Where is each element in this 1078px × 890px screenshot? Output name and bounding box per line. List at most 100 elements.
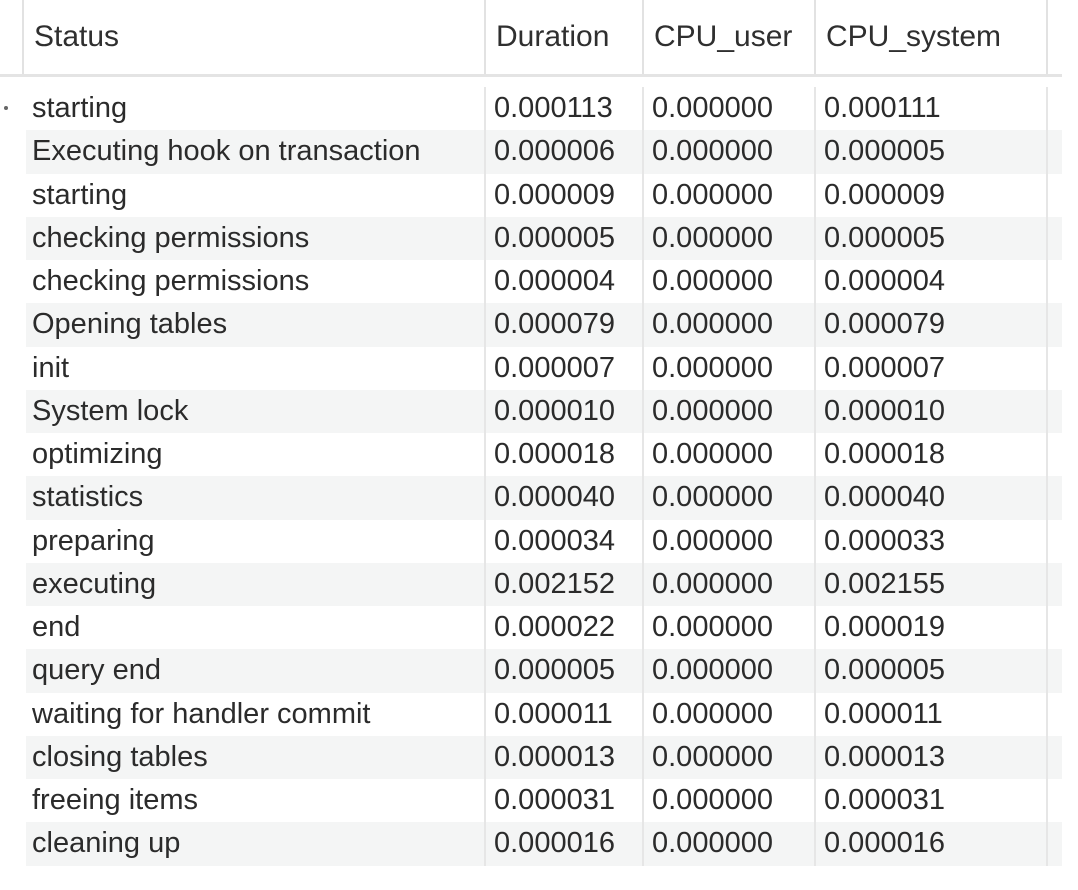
cell-duration[interactable]: 0.000013 bbox=[486, 735, 644, 779]
cell-status[interactable]: freeing items bbox=[24, 779, 486, 823]
cell-cpu-system[interactable]: 0.000011 bbox=[816, 692, 1048, 736]
cell-status[interactable]: checking permissions bbox=[24, 260, 486, 304]
cell-cpu-system[interactable]: 0.000033 bbox=[816, 519, 1048, 563]
cell-cpu-system[interactable]: 0.000005 bbox=[816, 216, 1048, 260]
column-header-cpu-system[interactable]: CPU_system bbox=[816, 0, 1048, 74]
cell-duration[interactable]: 0.000009 bbox=[486, 173, 644, 217]
cell-duration[interactable]: 0.002152 bbox=[486, 562, 644, 606]
cell-status[interactable]: statistics bbox=[24, 476, 486, 520]
column-header-status[interactable]: Status bbox=[24, 0, 486, 74]
column-header-cpu-user[interactable]: CPU_user bbox=[644, 0, 816, 74]
cell-cpu-user[interactable]: 0.000000 bbox=[644, 606, 816, 650]
cell-cpu-system[interactable]: 0.000111 bbox=[816, 87, 1048, 131]
cell-cpu-user[interactable]: 0.000000 bbox=[644, 649, 816, 693]
cell-cpu-user[interactable]: 0.000000 bbox=[644, 87, 816, 131]
cell-status[interactable]: Executing hook on transaction bbox=[24, 130, 486, 174]
cell-duration[interactable]: 0.000007 bbox=[486, 346, 644, 390]
cell-status[interactable]: optimizing bbox=[24, 433, 486, 477]
cell-duration[interactable]: 0.000079 bbox=[486, 303, 644, 347]
cell-cpu-system[interactable]: 0.000019 bbox=[816, 606, 1048, 650]
cell-duration[interactable]: 0.000018 bbox=[486, 433, 644, 477]
cell-duration[interactable]: 0.000005 bbox=[486, 649, 644, 693]
cell-cpu-system[interactable]: 0.000005 bbox=[816, 130, 1048, 174]
cell-cpu-user[interactable]: 0.000000 bbox=[644, 562, 816, 606]
cell-cpu-user[interactable]: 0.000000 bbox=[644, 433, 816, 477]
cell-cpu-user[interactable]: 0.000000 bbox=[644, 303, 816, 347]
cell-duration[interactable]: 0.000113 bbox=[486, 87, 644, 131]
cell-cpu-user[interactable]: 0.000000 bbox=[644, 692, 816, 736]
cell-cpu-system[interactable]: 0.000013 bbox=[816, 735, 1048, 779]
cell-cpu-system[interactable]: 0.002155 bbox=[816, 562, 1048, 606]
cell-cpu-user[interactable]: 0.000000 bbox=[644, 476, 816, 520]
cell-cpu-user[interactable]: 0.000000 bbox=[644, 735, 816, 779]
cell-cpu-system[interactable]: 0.000040 bbox=[816, 476, 1048, 520]
cell-cpu-user[interactable]: 0.000000 bbox=[644, 346, 816, 390]
cell-cpu-system[interactable]: 0.000010 bbox=[816, 389, 1048, 433]
cell-status[interactable]: cleaning up bbox=[24, 822, 486, 866]
cell-duration[interactable]: 0.000034 bbox=[486, 519, 644, 563]
cell-cpu-system[interactable]: 0.000079 bbox=[816, 303, 1048, 347]
cell-duration[interactable]: 0.000022 bbox=[486, 606, 644, 650]
cell-cpu-system[interactable]: 0.000004 bbox=[816, 260, 1048, 304]
row-stripe bbox=[26, 389, 1062, 433]
cell-cpu-system[interactable]: 0.000005 bbox=[816, 649, 1048, 693]
cell-status[interactable]: closing tables bbox=[24, 735, 486, 779]
cell-cpu-system[interactable]: 0.000016 bbox=[816, 822, 1048, 866]
cell-cpu-user[interactable]: 0.000000 bbox=[644, 130, 816, 174]
cell-status[interactable]: preparing bbox=[24, 519, 486, 563]
cell-duration[interactable]: 0.000031 bbox=[486, 779, 644, 823]
cell-duration[interactable]: 0.000011 bbox=[486, 692, 644, 736]
cell-cpu-system[interactable]: 0.000018 bbox=[816, 433, 1048, 477]
cell-duration[interactable]: 0.000010 bbox=[486, 389, 644, 433]
row-stripe bbox=[26, 476, 1062, 520]
cell-cpu-user[interactable]: 0.000000 bbox=[644, 260, 816, 304]
cell-cpu-user[interactable]: 0.000000 bbox=[644, 173, 816, 217]
cell-cpu-user[interactable]: 0.000000 bbox=[644, 389, 816, 433]
cell-status[interactable]: starting bbox=[24, 87, 486, 131]
cell-status[interactable]: end bbox=[24, 606, 486, 650]
cell-cpu-user[interactable]: 0.000000 bbox=[644, 216, 816, 260]
cell-duration[interactable]: 0.000040 bbox=[486, 476, 644, 520]
cell-cpu-user[interactable]: 0.000000 bbox=[644, 519, 816, 563]
cell-cpu-system[interactable]: 0.000031 bbox=[816, 779, 1048, 823]
cell-status[interactable]: init bbox=[24, 346, 486, 390]
cell-cpu-system[interactable]: 0.000009 bbox=[816, 173, 1048, 217]
cell-duration[interactable]: 0.000006 bbox=[486, 130, 644, 174]
cell-duration[interactable]: 0.000004 bbox=[486, 260, 644, 304]
cell-status[interactable]: checking permissions bbox=[24, 216, 486, 260]
row-stripe bbox=[26, 735, 1062, 779]
cell-status[interactable]: query end bbox=[24, 649, 486, 693]
row-gutter-divider bbox=[22, 0, 24, 74]
cell-status[interactable]: starting bbox=[24, 173, 486, 217]
cell-duration[interactable]: 0.000016 bbox=[486, 822, 644, 866]
cell-cpu-user[interactable]: 0.000000 bbox=[644, 779, 816, 823]
cell-status[interactable]: Opening tables bbox=[24, 303, 486, 347]
cell-status[interactable]: waiting for handler commit bbox=[24, 692, 486, 736]
cell-duration[interactable]: 0.000005 bbox=[486, 216, 644, 260]
cell-cpu-system[interactable]: 0.000007 bbox=[816, 346, 1048, 390]
cell-status[interactable]: executing bbox=[24, 562, 486, 606]
cell-status[interactable]: System lock bbox=[24, 389, 486, 433]
cell-cpu-user[interactable]: 0.000000 bbox=[644, 822, 816, 866]
column-header-duration[interactable]: Duration bbox=[486, 0, 644, 74]
